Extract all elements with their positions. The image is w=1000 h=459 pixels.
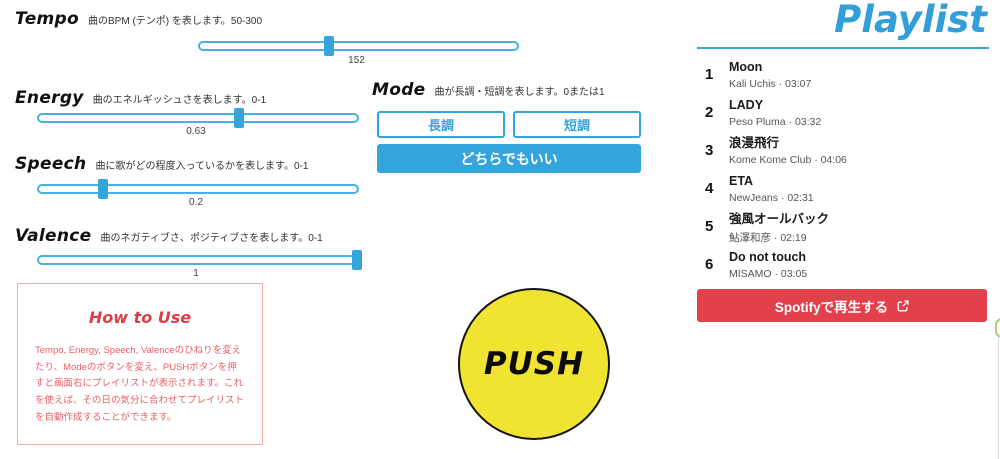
energy-section-header: Energy 曲のエネルギッシュさを表します。0-1 xyxy=(15,88,266,108)
track-subtitle: Kali Uchis · 03:07 xyxy=(729,78,812,90)
mode-label: Mode xyxy=(372,80,426,100)
valence-slider-handle[interactable] xyxy=(352,250,362,270)
mode-description: 曲が長調・短調を表します。0または1 xyxy=(434,87,605,98)
valence-slider[interactable] xyxy=(37,250,362,270)
energy-slider[interactable] xyxy=(37,108,359,128)
track-row: 1 Moon Kali Uchis · 03:07 xyxy=(697,60,989,90)
track-number: 2 xyxy=(705,104,714,121)
track-title: ETA xyxy=(729,174,754,188)
track-subtitle: MISAMO · 03:05 xyxy=(729,268,808,280)
valence-value: 1 xyxy=(193,268,199,279)
track-number: 1 xyxy=(705,66,714,83)
track-title: LADY xyxy=(729,98,764,112)
tempo-label: Tempo xyxy=(15,9,79,29)
tempo-description: 曲のBPM (テンポ) を表します。50-300 xyxy=(88,16,263,27)
spotify-play-label: Spotifyで再生する xyxy=(774,299,889,315)
speech-slider-handle[interactable] xyxy=(97,179,108,199)
spotify-embed-corner xyxy=(995,318,1000,338)
track-title: 浪漫飛行 xyxy=(729,136,780,150)
how-to-use-box: How to Use Tempo, Energy, Speech, Valenc… xyxy=(17,283,263,445)
spotify-play-button[interactable]: Spotifyで再生する xyxy=(697,289,987,322)
energy-value: 0.63 xyxy=(186,126,206,137)
playlist-header: Playlist xyxy=(697,0,989,49)
track-title: 強風オールバック xyxy=(729,212,830,226)
track-number: 6 xyxy=(705,256,714,273)
track-row: 6 Do not touch MISAMO · 03:05 xyxy=(697,250,989,280)
mode-major-button[interactable]: 長調 xyxy=(377,111,505,138)
valence-label: Valence xyxy=(15,226,92,246)
track-row: 3 浪漫飛行 Kome Kome Club · 04:06 xyxy=(697,136,989,166)
external-link-icon xyxy=(897,299,909,312)
track-number: 5 xyxy=(705,218,714,235)
mode-minor-button[interactable]: 短調 xyxy=(513,111,641,138)
track-subtitle: 鮎澤和彦 · 02:19 xyxy=(729,232,807,244)
spotify-embed-edge xyxy=(998,338,999,459)
valence-description: 曲のネガティブさ、ポジティブさを表します。0-1 xyxy=(100,233,323,244)
how-to-use-title: How to Use xyxy=(88,308,192,327)
speech-description: 曲に歌がどの程度入っているかを表します。0-1 xyxy=(95,161,309,172)
mode-section-header: Mode 曲が長調・短調を表します。0または1 xyxy=(372,80,605,100)
track-number: 3 xyxy=(705,142,714,159)
energy-description: 曲のエネルギッシュさを表します。0-1 xyxy=(92,95,267,106)
mode-either-button[interactable]: どちらでもいい xyxy=(377,144,641,173)
push-button-label: PUSH xyxy=(483,346,585,382)
track-subtitle: Kome Kome Club · 04:06 xyxy=(729,154,847,166)
track-title: Do not touch xyxy=(729,250,807,264)
track-row: 2 LADY Peso Pluma · 03:32 xyxy=(697,98,989,128)
track-row: 4 ETA NewJeans · 02:31 xyxy=(697,174,989,204)
speech-section-header: Speech 曲に歌がどの程度入っているかを表します。0-1 xyxy=(15,154,308,174)
tempo-value: 152 xyxy=(348,55,365,66)
speech-value: 0.2 xyxy=(189,197,203,208)
playlist-title: Playlist xyxy=(834,0,987,41)
tempo-slider[interactable] xyxy=(198,36,519,56)
track-subtitle: Peso Pluma · 03:32 xyxy=(729,116,822,128)
playlist-track-list: 1 Moon Kali Uchis · 03:07 2 LADY Peso Pl… xyxy=(697,55,989,285)
energy-label: Energy xyxy=(15,88,84,108)
push-button[interactable]: PUSH xyxy=(458,288,610,440)
tempo-section-header: Tempo 曲のBPM (テンポ) を表します。50-300 xyxy=(15,9,262,29)
track-subtitle: NewJeans · 02:31 xyxy=(729,192,814,204)
track-number: 4 xyxy=(705,180,714,197)
tempo-slider-handle[interactable] xyxy=(324,36,335,56)
speech-label: Speech xyxy=(15,154,87,174)
how-to-use-body: Tempo, Energy, Speech, Valenceのひねりを変えたり、… xyxy=(35,345,245,423)
speech-slider[interactable] xyxy=(37,179,359,199)
valence-section-header: Valence 曲のネガティブさ、ポジティブさを表します。0-1 xyxy=(15,226,323,246)
track-row: 5 強風オールバック 鮎澤和彦 · 02:19 xyxy=(697,212,989,245)
track-title: Moon xyxy=(729,60,763,74)
energy-slider-handle[interactable] xyxy=(234,108,245,128)
